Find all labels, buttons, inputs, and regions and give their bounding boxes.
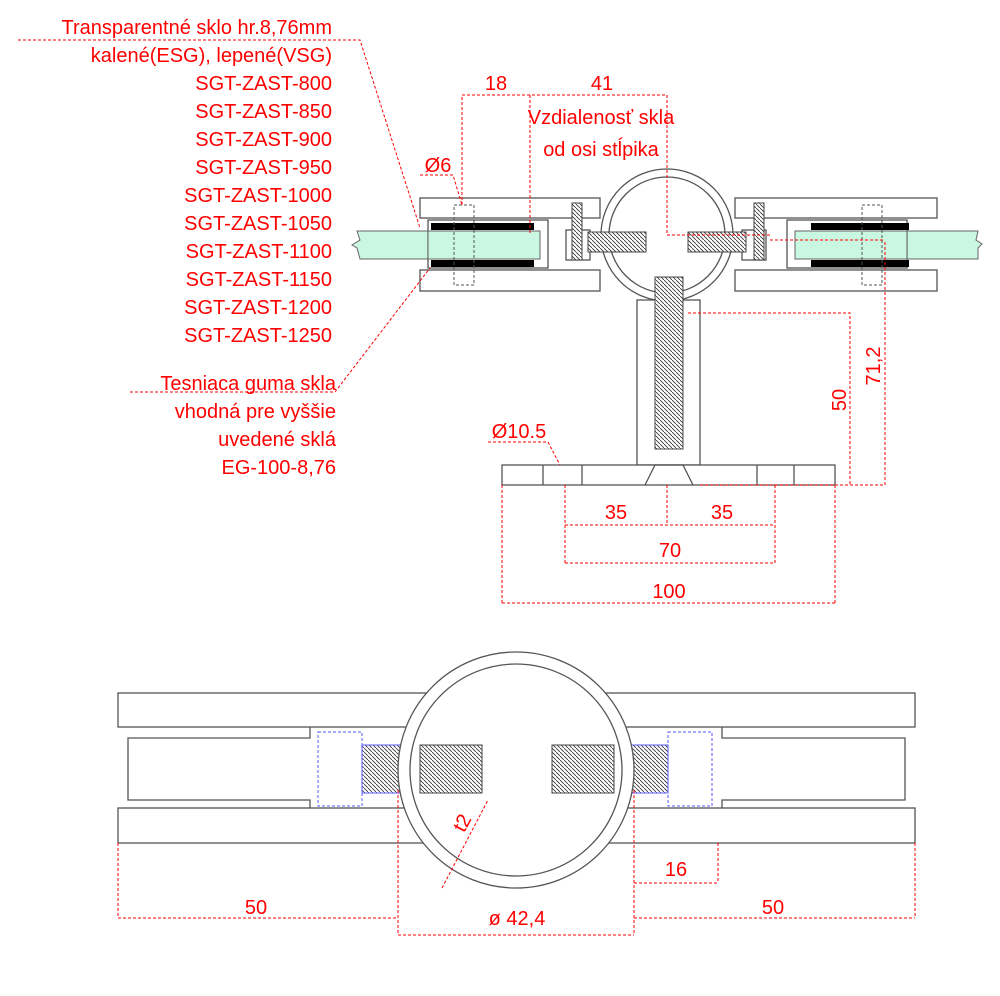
dim-50-height: 50 xyxy=(829,389,851,411)
dim-hole-10-5: Ø10.5 xyxy=(492,421,546,443)
dim-50-right: 50 xyxy=(762,897,784,919)
front-view xyxy=(18,39,983,604)
model-label: SGT-ZAST-850 xyxy=(195,101,332,123)
gasket xyxy=(431,223,534,230)
lower-plate-left xyxy=(419,269,601,292)
model-label: SGT-ZAST-1100 xyxy=(186,241,332,263)
gasket-note-line: EG-100-8,76 xyxy=(221,457,336,479)
model-label: SGT-ZAST-1200 xyxy=(184,297,332,319)
dim-35-left: 35 xyxy=(605,502,627,524)
screw xyxy=(571,202,583,261)
dim-50-left: 50 xyxy=(245,897,267,919)
model-label: SGT-ZAST-950 xyxy=(195,157,332,179)
dim-71-2-height: 71,2 xyxy=(863,347,885,386)
dim-tube-diameter: ø 42,4 xyxy=(489,908,546,930)
dim-hole-6: Ø6 xyxy=(425,155,452,177)
plan-view xyxy=(117,651,916,936)
dim-16: 16 xyxy=(665,859,687,881)
dimension-labels: 18 41 Vzdialenosť skla od osi stĺpika Ø6… xyxy=(245,73,885,930)
model-label: SGT-ZAST-1050 xyxy=(184,213,332,235)
annotations: Transparentné sklo hr.8,76mm kalené(ESG)… xyxy=(62,17,337,479)
glass-note-line: Transparentné sklo hr.8,76mm xyxy=(62,17,333,39)
dim-18: 18 xyxy=(485,73,507,95)
bolt xyxy=(654,276,684,450)
gasket-note-line: uvedené sklá xyxy=(218,429,337,451)
gasket-note-line: Tesniaca guma skla xyxy=(160,373,337,395)
model-label: SGT-ZAST-900 xyxy=(195,129,332,151)
model-label: SGT-ZAST-800 xyxy=(195,73,332,95)
dim-41: 41 xyxy=(591,73,613,95)
gasket-note-line: vhodná pre vyššie xyxy=(175,401,336,423)
model-label: SGT-ZAST-1150 xyxy=(186,269,332,291)
upper-plate-right xyxy=(734,197,938,219)
lower-plate-right xyxy=(734,269,938,292)
distance-note-line: od osi stĺpika xyxy=(543,137,659,161)
plan-tube-inner xyxy=(409,663,623,877)
upper-plate-left xyxy=(419,197,601,219)
dim-70: 70 xyxy=(659,540,681,562)
pin-hidden xyxy=(453,204,475,286)
plan-bolt-left xyxy=(419,744,483,794)
glass-note-line: kalené(ESG), lepené(VSG) xyxy=(91,45,332,67)
base-plate xyxy=(501,464,836,486)
distance-note-line: Vzdialenosť skla xyxy=(528,107,675,129)
dim-100: 100 xyxy=(652,581,685,603)
plan-tube-outer xyxy=(397,651,635,889)
dim-35-right: 35 xyxy=(711,502,733,524)
model-label: SGT-ZAST-1000 xyxy=(184,185,332,207)
model-label: SGT-ZAST-1250 xyxy=(184,325,332,347)
plan-bolt-right xyxy=(551,744,615,794)
